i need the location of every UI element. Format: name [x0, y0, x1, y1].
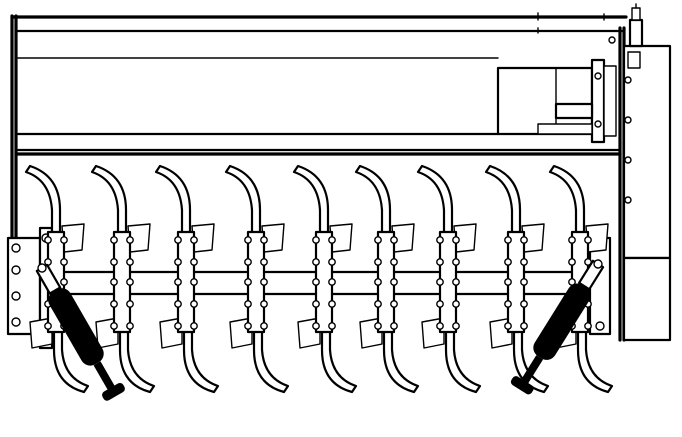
gearbox: [496, 3, 672, 342]
blade-group: [484, 164, 550, 394]
blade-group: [354, 164, 420, 394]
blade-group: [416, 164, 482, 394]
cylinder-right: [510, 259, 605, 395]
blade-group: [224, 164, 290, 394]
cylinder-left: [35, 263, 125, 401]
blade-group: [292, 164, 358, 394]
blade-group: [90, 164, 156, 394]
side-plate-right: [588, 236, 612, 336]
blade-group: [154, 164, 220, 394]
blade-groups: [24, 164, 614, 394]
